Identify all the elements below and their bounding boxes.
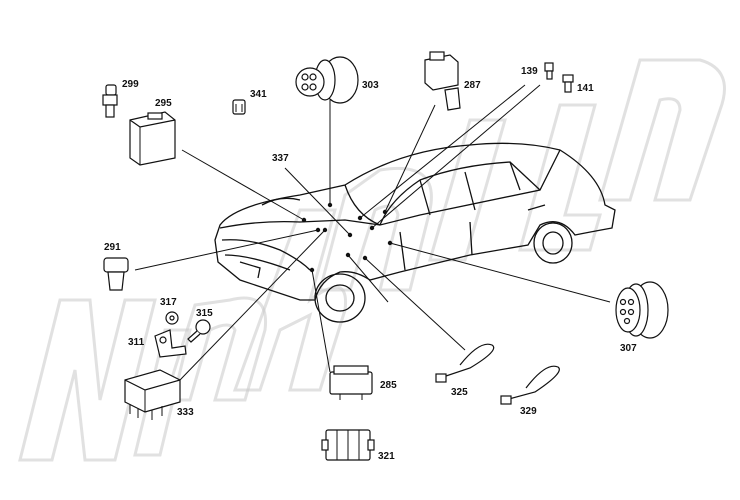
part-285-fuse-holder: [329, 365, 373, 400]
part-315-screw: [187, 319, 211, 343]
callout-139: 139: [521, 66, 538, 77]
callout-315: 315: [196, 308, 213, 319]
callout-321: 321: [378, 451, 395, 462]
callout-287: 287: [464, 80, 481, 91]
leader-lines: [134, 84, 611, 381]
part-341-plug: [232, 99, 246, 115]
callout-325: 325: [451, 387, 468, 398]
callout-317: 317: [160, 297, 177, 308]
callout-285: 285: [380, 380, 397, 391]
part-307-round-connector: [615, 281, 669, 339]
part-317-washer: [165, 311, 179, 325]
callout-303: 303: [362, 80, 379, 91]
callout-329: 329: [520, 406, 537, 417]
part-333-relay: [124, 369, 181, 420]
callout-141: 141: [577, 83, 594, 94]
part-291-bulb-socket: [103, 257, 129, 291]
callout-labels: 299 295 341 303 287 139 141 337 291 317 …: [104, 66, 637, 462]
callout-333: 333: [177, 407, 194, 418]
part-329-cable-tie: [500, 365, 560, 405]
callout-307: 307: [620, 343, 637, 354]
part-139-terminal: [544, 62, 554, 80]
callout-311: 311: [128, 337, 145, 348]
callout-291: 291: [104, 242, 121, 253]
part-287-relay-socket: [424, 51, 461, 111]
callout-295: 295: [155, 98, 172, 109]
part-325-cable-tie: [435, 343, 495, 383]
watermark-logo: [18, 58, 726, 462]
callout-299: 299: [122, 79, 139, 90]
part-303-round-connector: [295, 56, 359, 104]
part-299-connector: [102, 84, 118, 118]
part-141-terminal: [562, 74, 574, 93]
part-311-bracket: [154, 329, 187, 358]
callout-341: 341: [250, 89, 267, 100]
part-321-connector-housing: [321, 429, 375, 461]
callout-337: 337: [272, 153, 289, 164]
part-295-relay-box: [129, 111, 176, 166]
